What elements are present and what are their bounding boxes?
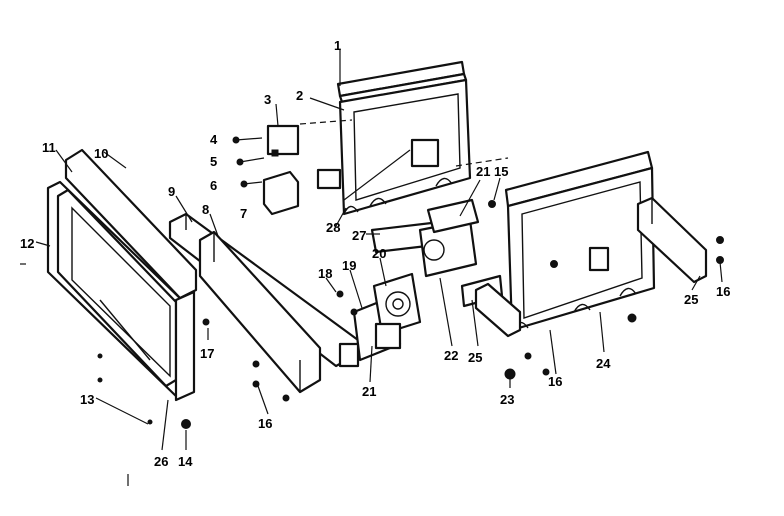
- callout-22: 22: [444, 348, 458, 363]
- callout-16-right: 16: [716, 284, 730, 299]
- callout-2: 2: [296, 88, 303, 103]
- callout-1: 1: [334, 38, 341, 53]
- callout-15: 15: [494, 164, 508, 179]
- callout-14: 14: [178, 454, 193, 469]
- callout-3: 3: [264, 92, 271, 107]
- callout-16-middle: 16: [548, 374, 562, 389]
- callout-11: 11: [42, 140, 56, 155]
- callout-4: 4: [210, 132, 218, 147]
- callout-labels: 1 2 3 4 5 6 7 8 9 10 11 12 13 14 15 16 1…: [20, 38, 730, 469]
- callout-25-middle: 25: [468, 350, 482, 365]
- stray-marks: [20, 263, 129, 486]
- part-hardware: [97, 200, 724, 429]
- callout-19: 19: [342, 258, 356, 273]
- part-side-bracket: [474, 196, 708, 338]
- callout-28: 28: [326, 220, 340, 235]
- part-switch: [266, 124, 300, 157]
- part-motor-assembly: [352, 272, 422, 362]
- callout-6: 6: [210, 178, 217, 193]
- part-block: [262, 170, 300, 216]
- callout-7: 7: [240, 206, 247, 221]
- part-top-rail: [336, 60, 468, 104]
- callout-9: 9: [168, 184, 175, 199]
- callout-26: 26: [154, 454, 168, 469]
- callout-20: 20: [372, 246, 386, 261]
- callout-24: 24: [596, 356, 611, 371]
- part-timer-drive: [343, 149, 504, 308]
- callout-16-front: 16: [258, 416, 272, 431]
- callout-10: 10: [94, 146, 108, 161]
- callout-18: 18: [318, 266, 332, 281]
- part-control-panel-bracket: [299, 78, 472, 216]
- callout-27: 27: [352, 228, 366, 243]
- callout-25-right: 25: [684, 292, 698, 307]
- part-screws-small: [232, 136, 265, 188]
- callout-5: 5: [210, 154, 217, 169]
- callout-8: 8: [202, 202, 209, 217]
- callout-leaders: [35, 50, 723, 451]
- part-door-frame: [46, 148, 198, 402]
- callout-12: 12: [20, 236, 34, 251]
- callout-21-top: 21: [476, 164, 490, 179]
- callout-17: 17: [200, 346, 214, 361]
- callout-23: 23: [500, 392, 514, 407]
- callout-13: 13: [80, 392, 94, 407]
- part-bracket: [198, 230, 322, 394]
- callout-21-bottom: 21: [362, 384, 376, 399]
